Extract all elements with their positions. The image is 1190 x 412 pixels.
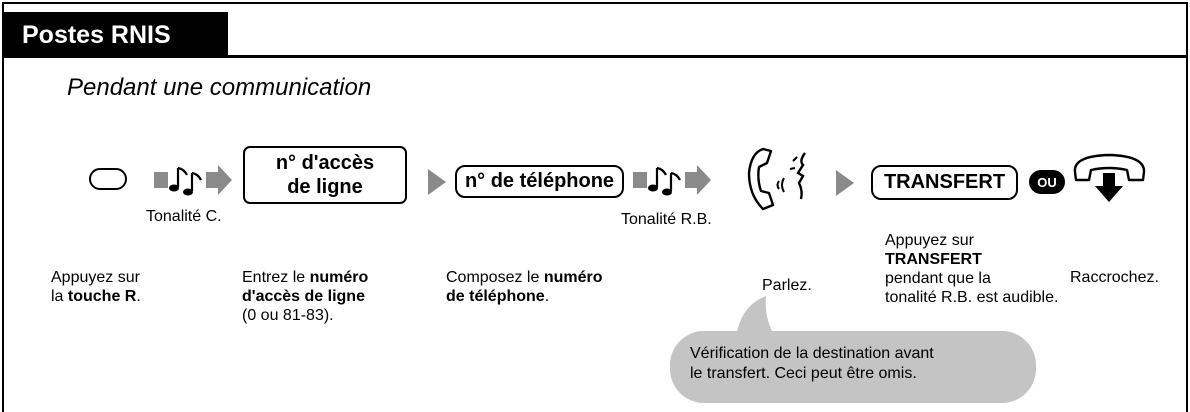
r-key-icon xyxy=(89,168,127,190)
tone-c-label: Tonalité C. xyxy=(146,208,222,225)
tone-arrow-icon xyxy=(633,165,711,196)
section-rule xyxy=(2,55,1188,58)
step-talk: Parlez. xyxy=(762,277,812,294)
phone-number-key: n° de téléphone xyxy=(455,165,624,198)
handset-speaking-icon xyxy=(747,147,806,211)
triangle-arrow-icon xyxy=(836,170,854,196)
bubble-pointer xyxy=(736,296,776,338)
triangle-arrow-icon xyxy=(428,169,446,195)
step-dial: Composez le numéro de téléphone. xyxy=(446,269,603,305)
line-access-key-line1: n° d'accès xyxy=(275,152,375,174)
or-badge-label: OU xyxy=(1037,175,1057,190)
tone-rb-label: Tonalité R.B. xyxy=(621,211,712,228)
section-title: Postes RNIS xyxy=(2,12,228,58)
transfer-key: TRANSFERT xyxy=(871,165,1018,200)
note-text: Vérification de la destination avant le … xyxy=(690,345,934,382)
step-enter-access: Entrez le numéro d'accès de ligne (0 ou … xyxy=(242,269,369,324)
subtitle: Pendant une communication xyxy=(67,74,372,101)
handset-down-icon xyxy=(1073,153,1146,202)
tone-arrow-icon xyxy=(154,165,232,196)
line-access-key: n° d'accès de ligne xyxy=(243,146,407,204)
note-bubble xyxy=(670,331,1036,403)
line-access-key-line2: de ligne xyxy=(287,176,363,198)
step-press-transfer: Appuyez sur TRANSFERT pendant que la ton… xyxy=(885,232,1059,306)
step-hang-up: Raccrochez. xyxy=(1070,269,1159,286)
or-badge-icon: OU xyxy=(1029,170,1065,194)
step-press-r: Appuyez sur la touche R. xyxy=(51,269,141,305)
